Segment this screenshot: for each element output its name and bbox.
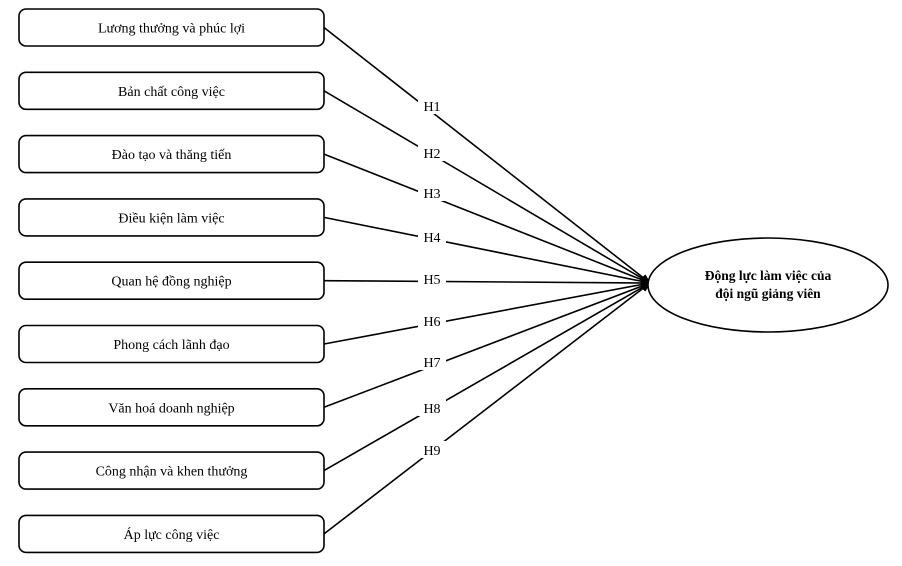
- factor-box-frame: [18, 324, 325, 364]
- factor-box: Quan hệ đồng nghiệp: [18, 261, 325, 301]
- hypothesis-label: H2: [423, 147, 440, 162]
- hypothesis-label: H3: [423, 187, 440, 202]
- hypothesis-label: H6: [423, 315, 440, 330]
- outcome-label-line1: Động lực làm việc của: [705, 268, 832, 283]
- factor-label: Văn hoá doanh nghiệp: [108, 401, 234, 416]
- outcome-label-line2: đội ngũ giảng viên: [715, 286, 821, 301]
- factor-box: Điều kiện làm việc: [18, 198, 325, 237]
- hypothesis-arrow: [323, 282, 651, 472]
- outcome-ellipse: [647, 237, 889, 333]
- factor-box-frame: [18, 514, 325, 554]
- factor-box: Đào tạo và thăng tiến: [18, 134, 325, 174]
- hypothesis-arrow: [323, 26, 651, 284]
- factor-label: Quan hệ đồng nghiệp: [111, 275, 231, 290]
- hypothesis-label-background: [418, 144, 446, 161]
- hypothesis-label: H4: [423, 231, 440, 246]
- hypothesis-arrow: [323, 90, 651, 284]
- hypothesis-label: H7: [423, 356, 440, 371]
- hypothesis-label: H9: [423, 444, 440, 459]
- hypothesis-label: H8: [423, 402, 440, 417]
- hypothesis-label-background: [418, 228, 446, 245]
- hypothesis-label-background: [418, 184, 446, 201]
- factor-box-frame: [18, 261, 325, 301]
- hypothesis-label-background: [418, 97, 446, 114]
- factor-box: Phong cách lãnh đạo: [18, 324, 325, 364]
- factor-label: Bản chất công việc: [118, 85, 225, 100]
- factor-box-frame: [18, 134, 325, 174]
- hypothesis-label-background: [418, 353, 446, 370]
- factor-box-frame: [18, 198, 325, 237]
- factor-box: Bản chất công việc: [18, 71, 325, 111]
- factor-box: Áp lực công việc: [18, 514, 325, 554]
- factor-box-frame: [18, 387, 325, 427]
- hypothesis-label-background: [418, 441, 446, 458]
- hypothesis-label-background: [418, 270, 446, 287]
- factor-box: Lương thưởng và phúc lợi: [18, 8, 325, 47]
- factor-box-frame: [18, 8, 325, 47]
- hypothesis-arrow: [323, 282, 651, 535]
- hypothesis-label: H1: [423, 100, 440, 115]
- hypothesis-label-background: [418, 399, 446, 416]
- hypothesis-arrow: [323, 153, 651, 284]
- hypothesis-label: H5: [423, 273, 440, 288]
- factor-box: Công nhận và khen thưởng: [18, 451, 325, 490]
- factor-label: Lương thưởng và phúc lợi: [98, 22, 245, 37]
- hypothesis-arrow: [323, 282, 651, 409]
- hypothesis-label-background: [418, 312, 446, 329]
- hypothesis-arrow: [323, 280, 651, 345]
- factor-box-frame: [18, 451, 325, 490]
- factor-label: Phong cách lãnh đạo: [113, 338, 229, 353]
- factor-label: Áp lực công việc: [124, 526, 220, 543]
- factor-label: Đào tạo và thăng tiến: [112, 148, 232, 163]
- factor-label: Công nhận và khen thưởng: [96, 465, 248, 480]
- factor-box-frame: [18, 71, 325, 111]
- outcome-node: Động lực làm việc của đội ngũ giảng viên: [647, 237, 889, 333]
- hypothesis-arrow: [323, 216, 651, 286]
- hypothesis-arrow: [323, 278, 651, 287]
- factor-label: Điều kiện làm việc: [118, 211, 224, 226]
- factor-box: Văn hoá doanh nghiệp: [18, 387, 325, 427]
